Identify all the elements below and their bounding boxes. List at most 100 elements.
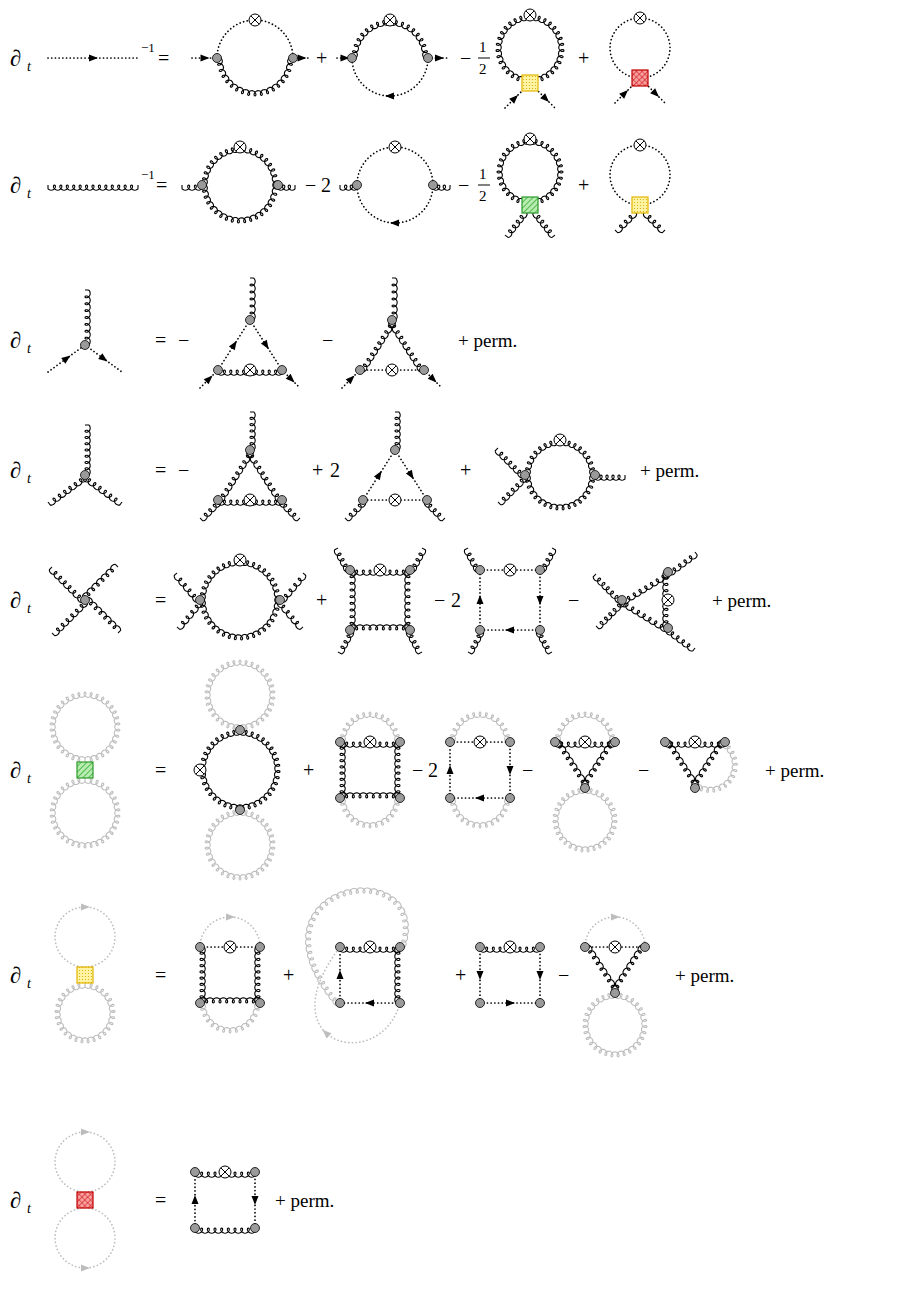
vertex-dot (536, 943, 545, 952)
vertex-dot (191, 1224, 200, 1233)
vertex-dot (476, 999, 485, 1008)
gluon-line (85, 597, 121, 633)
gluon-line (392, 278, 397, 320)
operator: − (460, 47, 471, 69)
gluon-line (505, 211, 527, 237)
label-holder: − (638, 760, 649, 780)
permutation-note: + perm. (712, 590, 771, 611)
operator: − (305, 174, 316, 196)
regulator-insertion (234, 554, 246, 566)
regulator-insertion (244, 494, 256, 506)
gluon-line (340, 742, 345, 798)
vertex-dot (336, 794, 345, 803)
label-holder: + perm. (640, 461, 699, 480)
regulator-insertion (504, 941, 516, 953)
regulator-insertion (524, 9, 536, 21)
operator: − (178, 459, 189, 481)
ghost-arrow (374, 471, 382, 480)
label-holder: + (303, 760, 314, 780)
vertex-dot (396, 999, 405, 1008)
label-holder: + (578, 175, 589, 195)
vertex-dot (396, 794, 405, 803)
regulator-insertion (662, 594, 674, 606)
operator: + (460, 459, 471, 481)
gluon-line (255, 947, 260, 1003)
operator: = (158, 47, 169, 69)
label-holder: + perm. (712, 591, 771, 610)
vertex-dot (476, 566, 485, 575)
vertex-dot (81, 596, 90, 605)
regulator-cross (526, 135, 534, 143)
label-holder: − (305, 175, 316, 195)
ghost-arrow (428, 374, 437, 383)
regulator-cross (611, 943, 619, 951)
vertex-dot (196, 596, 205, 605)
vertex-dot (213, 54, 222, 63)
label-holder: 2 (330, 460, 340, 480)
operator: − (412, 759, 423, 781)
operator: = (155, 759, 166, 781)
label-holder: + (460, 460, 471, 480)
label-holder: ∂ (10, 759, 21, 782)
vertex-dot (246, 316, 255, 325)
label-holder: ∂ (10, 174, 21, 197)
ghost-line (55, 907, 115, 967)
operator: + (578, 47, 589, 69)
regulator-insertion (384, 14, 396, 26)
regulator-insertion (609, 941, 621, 953)
regulator-cross (388, 366, 396, 374)
label-holder: − (568, 590, 579, 610)
ghost-arrow (81, 1265, 90, 1272)
regulator-cross (506, 943, 514, 951)
label-holder: t (27, 470, 31, 486)
vertex-dot (664, 568, 673, 577)
vertex-dot (346, 626, 355, 635)
permutation-note: + perm. (640, 460, 699, 481)
ghost-arrow (477, 971, 484, 980)
ghost-arrow (298, 55, 307, 62)
ghost-arrow (447, 765, 454, 774)
ghost-arrow (201, 55, 210, 62)
label-holder: ∂ (10, 589, 21, 612)
operator: 2 (321, 174, 331, 196)
vertex-dot (618, 596, 627, 605)
gluon-line (340, 798, 400, 828)
regulator-cross (226, 943, 234, 951)
vertex-dot (691, 784, 700, 793)
label-holder: − (460, 48, 471, 68)
derivative-symbol: ∂ (10, 46, 21, 71)
derivative-symbol: ∂ (10, 328, 21, 353)
label-holder: = (155, 590, 166, 610)
operator: − (638, 759, 649, 781)
vertex-dot (236, 726, 245, 735)
label-holder: t (27, 58, 31, 74)
vertex-dot (246, 446, 255, 455)
gluon-line (643, 211, 665, 233)
fraction-digit: 1 (479, 166, 487, 182)
gluon-line (48, 475, 87, 505)
ghost-line (363, 450, 395, 500)
vertex-dot (289, 54, 298, 63)
derivative-symbol: ∂ (10, 458, 21, 483)
label-holder: + (312, 460, 323, 480)
vertex-dot (551, 738, 560, 747)
regulator-insertion (364, 736, 376, 748)
gluon-line (533, 211, 555, 237)
ghost-arrow (365, 1000, 374, 1007)
vertex-dot (423, 496, 432, 505)
ghost-arrow (390, 220, 399, 227)
vertex-dot (721, 738, 730, 747)
regulator-insertion (389, 141, 401, 153)
label-holder: = (155, 460, 166, 480)
vertex-dot (256, 999, 265, 1008)
gluon-line (620, 600, 668, 631)
operator: = (155, 459, 166, 481)
vertex-dot (214, 496, 223, 505)
ghost-line (610, 145, 670, 205)
label-holder: − (178, 330, 189, 350)
permutation-note: + perm. (675, 965, 734, 986)
gluon-line (49, 567, 85, 603)
operator: − (178, 329, 189, 351)
regulator-cross (391, 143, 399, 151)
